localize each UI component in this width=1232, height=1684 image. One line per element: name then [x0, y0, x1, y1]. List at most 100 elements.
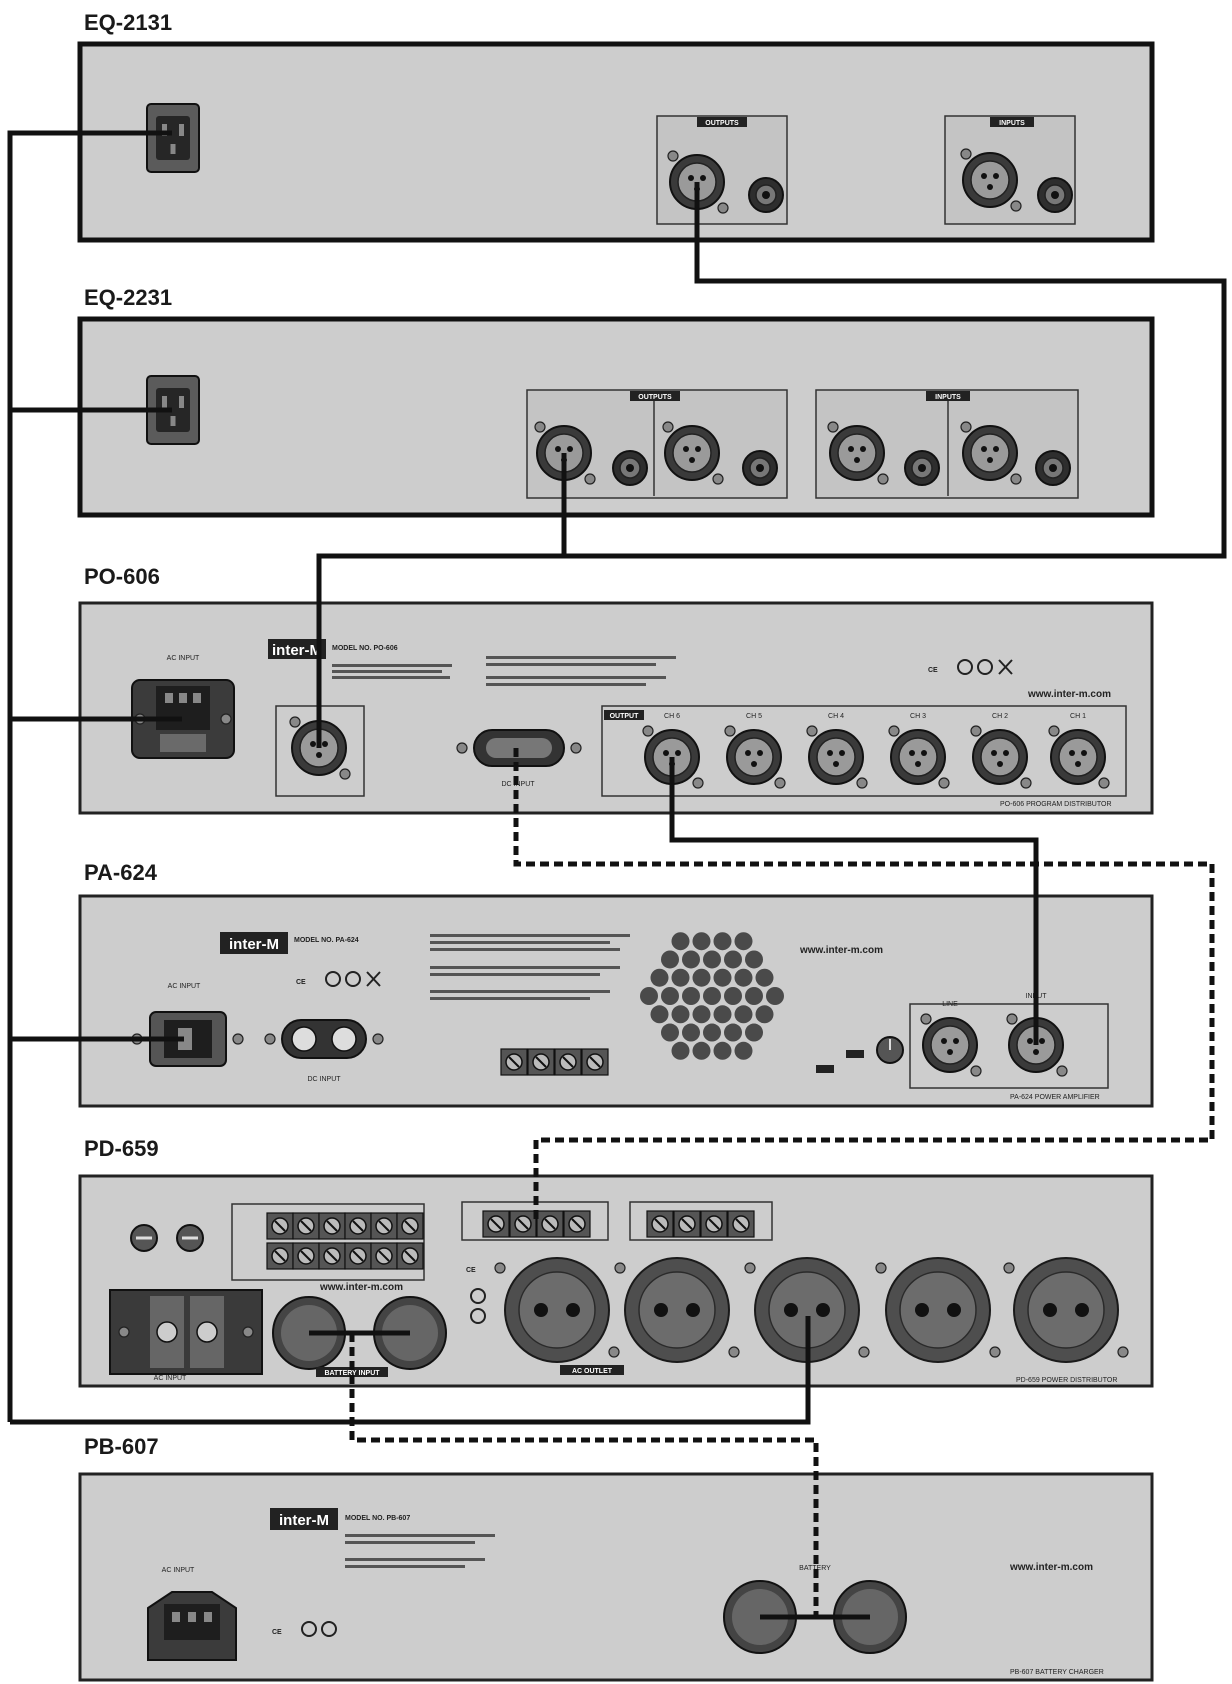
pa624-dc-input[interactable] [264, 1019, 384, 1059]
pa624-panel [78, 894, 1154, 1108]
pd659-battery-input-tag [316, 1367, 388, 1377]
battery-cables [309, 1330, 870, 1620]
grille-hole [650, 968, 669, 987]
eq2231-output-jack-2[interactable] [742, 450, 778, 486]
pb607-ac-input-label: AC INPUT [162, 1567, 195, 1574]
pd659-certification-marks: CE [466, 1267, 486, 1324]
po606-footer: PO-606 PROGRAM DISTRIBUTOR [1000, 801, 1112, 808]
eq2131-ac-inlet[interactable] [146, 103, 200, 173]
grille-hole [671, 1041, 690, 1060]
pd659-terminal[interactable] [318, 1212, 346, 1240]
eq2231-input-jack-1[interactable] [904, 450, 940, 486]
grille-hole [734, 932, 753, 951]
grille-hole [734, 1005, 753, 1024]
pa624-brand-text: inter-M [229, 936, 279, 953]
pb607-website: www.inter-m.com [1009, 1562, 1093, 1573]
grille-hole [692, 1005, 711, 1024]
pa624-switch-2[interactable] [846, 1050, 864, 1058]
eq2231-inputs-tag [926, 391, 970, 401]
pd659-footer: PD-659 POWER DISTRIBUTOR [1016, 1377, 1117, 1384]
pa624-input-box [909, 1003, 1109, 1089]
dc-cable-pd659-to-pb607 [349, 1333, 819, 1617]
pd659-terminal[interactable] [292, 1212, 320, 1240]
unit-label-pd659: PD-659 [84, 1136, 159, 1161]
po606-brand-text: inter-M [272, 642, 322, 659]
po606-warning-text [486, 656, 676, 659]
pa624-speaker-terminals[interactable] [500, 1048, 609, 1076]
grille-hole [713, 932, 732, 951]
pd659-terminal[interactable] [344, 1242, 372, 1270]
pd659-website: www.inter-m.com [319, 1282, 403, 1293]
pd659-terminal[interactable] [318, 1242, 346, 1270]
po606-ch-label: CH 5 [746, 713, 762, 720]
pb607-caution-text [345, 1534, 495, 1537]
pb607-brand-logo [270, 1508, 338, 1530]
grille-hole [682, 1023, 700, 1042]
pa624-input-knob[interactable] [876, 1036, 904, 1064]
po606-output-label: OUTPUT [610, 713, 640, 720]
svg-text:CE: CE [928, 667, 938, 674]
grille-hole [692, 1041, 711, 1060]
pb607-warning-text [345, 1558, 485, 1561]
pd659-ac-input-block[interactable] [109, 1289, 263, 1375]
unit-pb607: PB-607 inter-M MODEL NO. PB-607 CE AC IN… [78, 1434, 1154, 1682]
unit-label-eq2131: EQ-2131 [84, 10, 172, 35]
eq2231-input-jack-2[interactable] [1035, 450, 1071, 486]
eq2131-input-jack[interactable] [1037, 177, 1073, 213]
eq2131-outputs-label: OUTPUTS [705, 120, 739, 127]
po606-output-channels: CH 6 CH 5 CH 4 CH 3 CH 2 CH 1 [642, 713, 1110, 789]
pa624-website: www.inter-m.com [799, 945, 883, 956]
pd659-terminal[interactable] [266, 1242, 294, 1270]
pd659-terminal[interactable] [370, 1242, 398, 1270]
pb607-certification-marks: CE [272, 1621, 337, 1637]
unit-label-po606: PO-606 [84, 564, 160, 589]
pa624-switch-1[interactable] [816, 1065, 834, 1073]
unit-pa624: PA-624 inter-M MODEL NO. PA-624 CE AC IN… [78, 860, 1154, 1108]
pd659-switched-terminal-box [231, 1203, 425, 1281]
grille-hole [692, 932, 711, 951]
po606-dc-input[interactable] [456, 729, 582, 767]
dc-cables [349, 748, 1215, 1617]
pb607-brand-text: inter-M [279, 1512, 329, 1529]
grille-hole [703, 987, 721, 1005]
grille-hole [745, 950, 763, 969]
pa624-certification-marks: CE [296, 971, 381, 987]
pd659-remote-terminals-2[interactable] [646, 1210, 755, 1238]
eq2231-inputs-label: INPUTS [935, 394, 961, 401]
pd659-terminal[interactable] [266, 1212, 294, 1240]
unit-label-eq2231: EQ-2231 [84, 285, 172, 310]
audio-cable-eq2231-to-po606 [316, 453, 567, 748]
pa624-footer: PA-624 POWER AMPLIFIER [1010, 1094, 1100, 1101]
pd659-terminal-box-2 [629, 1201, 773, 1241]
grille-hole [661, 950, 679, 969]
pb607-ac-inlet[interactable] [147, 1591, 237, 1661]
grille-hole [713, 1005, 732, 1024]
unit-eq2231: EQ-2231 OUTPUTS INPUTS [77, 285, 1155, 518]
po606-ch-label: CH 6 [664, 713, 680, 720]
pd659-terminal[interactable] [370, 1212, 398, 1240]
po606-ch-label: CH 2 [992, 713, 1008, 720]
pd659-ac-outlet-tag [560, 1365, 624, 1375]
eq2131-inputs-label: INPUTS [999, 120, 1025, 127]
pd659-terminal[interactable] [344, 1212, 372, 1240]
grille-hole [671, 968, 690, 987]
po606-brand-logo [268, 639, 326, 659]
eq2231-output-jack-1[interactable] [612, 450, 648, 486]
unit-eq2131: EQ-2131 OUTPUTS INPUTS [77, 10, 1155, 243]
audio-cable-po606-to-pa624 [669, 757, 1039, 1045]
grille-hole [650, 1005, 669, 1024]
pd659-terminal[interactable] [396, 1242, 424, 1270]
pd659-fuse-holders[interactable] [130, 1224, 204, 1252]
pd659-terminal[interactable] [396, 1212, 424, 1240]
grille-hole [661, 1023, 679, 1042]
grille-hole [692, 968, 711, 987]
eq2131-output-jack[interactable] [748, 177, 784, 213]
po606-ac-input-label: AC INPUT [167, 655, 200, 662]
eq2131-outputs-tag [697, 117, 747, 127]
power-cables [7, 130, 811, 1425]
pd659-terminal[interactable] [292, 1242, 320, 1270]
pb607-battery-label: BATTERY [799, 1565, 831, 1572]
eq2131-inputs-tag [990, 117, 1034, 127]
ac-power-cable-trunk [7, 130, 172, 1422]
